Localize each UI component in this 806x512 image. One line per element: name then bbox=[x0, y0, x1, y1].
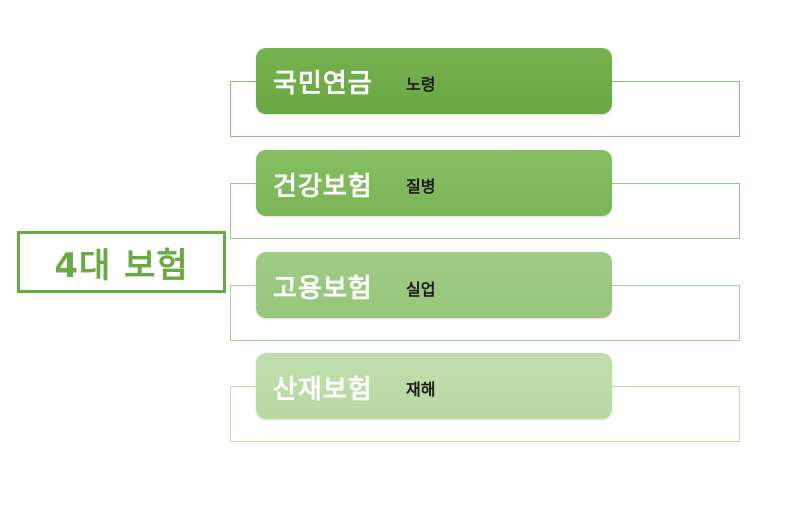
item-pill bbox=[256, 48, 612, 114]
item-title: 산재보험 bbox=[273, 375, 373, 405]
item-subtitle: 재해 bbox=[406, 380, 436, 399]
main-label: 4대 보험 bbox=[54, 245, 189, 286]
item-subtitle: 노령 bbox=[406, 75, 436, 94]
item-title: 건강보험 bbox=[273, 172, 373, 202]
item-subtitle: 실업 bbox=[406, 280, 436, 299]
item-subtitle: 질병 bbox=[406, 177, 436, 196]
item-title: 고용보험 bbox=[273, 274, 373, 304]
item-pill bbox=[256, 252, 612, 318]
main-label-box: 4대 보험 bbox=[17, 231, 226, 293]
item-title: 국민연금 bbox=[273, 69, 373, 99]
item-pill bbox=[256, 150, 612, 216]
item-pill bbox=[256, 353, 612, 419]
